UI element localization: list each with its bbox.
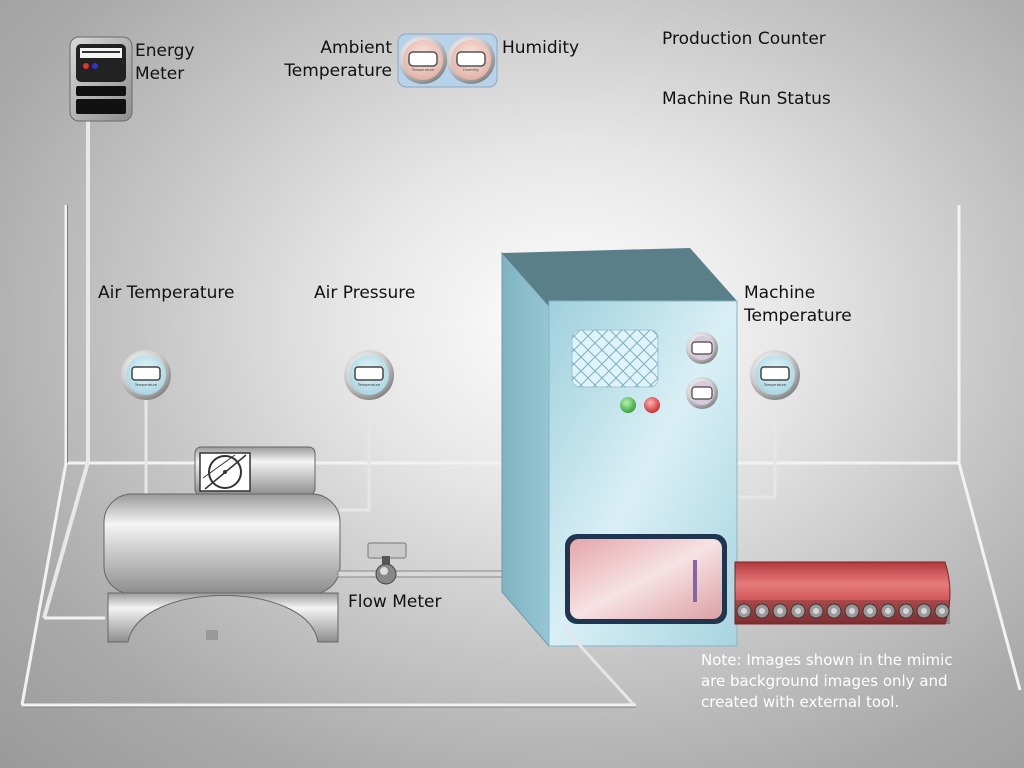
production-counter-label: Production Counter (662, 29, 826, 49)
energy-meter-label: Energy Meter (135, 41, 195, 84)
conveyor-roller-hub (831, 608, 837, 614)
conveyor-rollers (736, 603, 950, 619)
conveyor-roller-hub (813, 608, 819, 614)
background-images-note: Note: Images shown in the mimic are back… (701, 651, 953, 711)
conveyor-roller-hub (885, 608, 891, 614)
status-led-red (644, 397, 660, 413)
ambient-humidity-gauges: Temperature Humidity (397, 33, 498, 88)
room-outline-shadow (23, 205, 636, 708)
conveyor-roller-hub (939, 608, 945, 614)
sensor-stems (144, 398, 777, 512)
conveyor-roller-hub (849, 608, 855, 614)
conveyor-roller-hub (903, 608, 909, 614)
flow-meter-valve (337, 542, 539, 585)
air-temp-gauge-caption: Temperature (134, 383, 157, 387)
air-pressure-gauge-caption: Temperature (357, 383, 380, 387)
humidity-label: Humidity (502, 38, 580, 58)
air-temperature-gauge: Temperature (121, 350, 171, 400)
air-temperature-label: Air Temperature (98, 283, 235, 303)
conveyor-roller-hub (795, 608, 801, 614)
ambient-temperature-label: Ambient Temperature (284, 38, 392, 81)
ambient-gauge-caption: Temperature (411, 68, 434, 72)
machine-cabinet (501, 248, 738, 648)
conveyor-roller-hub (741, 608, 747, 614)
status-led-green (620, 397, 636, 413)
room-outline (20, 205, 1022, 707)
humidity-gauge-caption: Humidity (463, 68, 479, 72)
conveyor-roller-hub (921, 608, 927, 614)
conveyor-belt (734, 561, 951, 625)
conveyor-roller-hub (759, 608, 765, 614)
conveyor-roller-hub (777, 608, 783, 614)
air-pressure-label: Air Pressure (314, 283, 416, 303)
air-compressor (103, 446, 341, 643)
flow-meter-label: Flow Meter (348, 592, 442, 612)
machine-run-status-label: Machine Run Status (662, 89, 831, 109)
air-pressure-gauge: Temperature (344, 350, 394, 400)
energy-meter-icon (69, 36, 133, 122)
machine-temperature-label: Machine Temperature (744, 283, 852, 326)
conveyor-roller-hub (867, 608, 873, 614)
machine-temperature-gauge: Temperature (750, 350, 800, 400)
machine-temp-gauge-caption: Temperature (763, 383, 786, 387)
